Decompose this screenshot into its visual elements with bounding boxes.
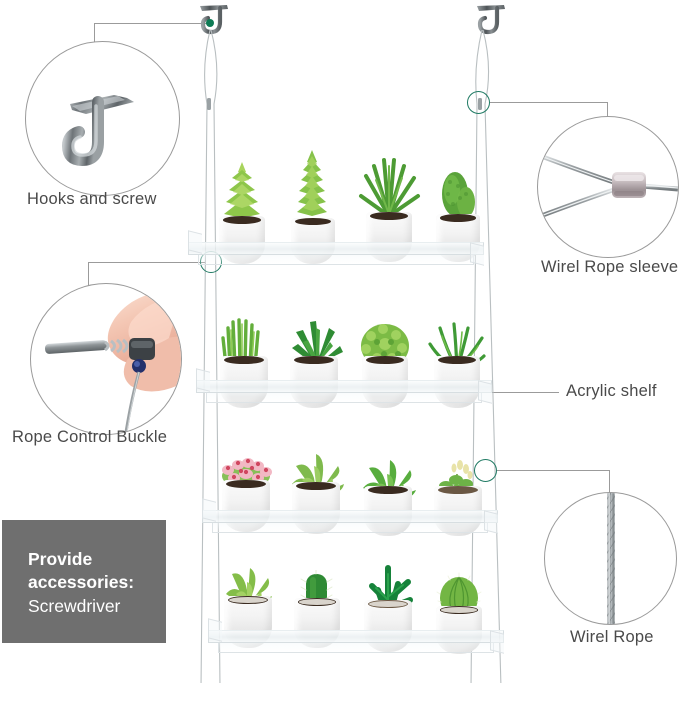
soil-tier1-4 [439,214,477,222]
callout-circle-hooks-and-screw [25,41,180,196]
acrylic-shelf-4 [208,618,504,656]
shelf-edge-right-2 [478,380,492,404]
anchor-dot-hook-left [206,19,214,27]
soil-tier2-4 [437,356,477,365]
j-hook-left [196,2,232,36]
soil-tier1-3 [369,212,409,220]
soil-tier3-3 [367,486,409,494]
shelf-edge-left-2 [196,368,210,392]
plant-tier1-3 [356,152,422,224]
callout-label-wire-rope: Wirel Rope [570,628,654,646]
shelf-edge-left-3 [202,498,216,522]
soil-tier3-2 [295,482,337,491]
zipper-succulent-icon [224,162,260,218]
j-hook-left-icon [200,5,228,35]
mossy-cactus-icon [442,172,475,217]
info-bold-line-1: Provide [28,549,93,569]
provide-accessories-text: Provide accessories: Screwdriver [28,548,134,618]
soil-tier3-4 [437,486,479,494]
callout-label-wire-rope-sleeve: Wirel Rope sleeve [541,258,679,276]
leader-line-rope-horizontal [497,470,609,471]
shelf-deck-4 [208,630,504,643]
shelf-edge-right-1 [470,242,484,266]
leader-line-acrylic-shelf [471,392,559,393]
soil-tier2-3 [365,356,405,365]
acrylic-shelf-1 [188,230,484,268]
acrylic-shelf-2 [196,368,492,406]
leader-line-buckle-horizontal [88,262,205,263]
callout-circle-wire-rope [544,492,677,625]
soil-tier1-1 [222,216,262,224]
leader-line-buckle-vertical [88,262,89,296]
plant-tier1-2 [288,148,336,228]
j-hook-icon [61,95,134,167]
anchor-ring-rope-sleeve [467,91,490,114]
shelf-lip-3 [212,523,488,533]
tall-spiky-succulent-icon [297,150,327,216]
aloe-plant-icon [359,158,420,218]
soil-tier3-1 [225,480,267,489]
soil-tier2-1 [223,356,265,365]
soil-tier1-2 [294,218,332,226]
pebbles-tier4-3 [368,601,408,608]
shelf-deck-1 [188,242,484,255]
callout-label-hooks-and-screw: Hooks and screw [27,190,157,208]
pebbles-tier4-4 [440,606,478,613]
callout-label-acrylic-shelf: Acrylic shelf [566,382,657,400]
buckle-hand-icon [44,290,181,433]
rope-strand-icon [607,493,615,624]
shelf-edge-left-4 [208,618,222,642]
pebbles-tier4-1 [228,597,268,604]
shelf-deck-2 [196,380,492,393]
plant-tier1-4 [436,168,478,224]
info-bold-line-2: accessories: [28,572,135,593]
pebbles-tier4-2 [298,599,336,605]
acrylic-shelf-3 [202,498,498,536]
shelf-edge-left-1 [188,230,202,254]
leader-line-hooks-horizontal [94,23,210,24]
shelf-deck-3 [202,510,498,523]
shelf-lip-4 [218,643,494,653]
shelf-lip-1 [198,255,474,265]
rope-sleeve-icon [538,152,678,220]
info-normal-line: Screwdriver [28,595,121,616]
plant-tier1-1 [216,160,268,230]
callout-circle-wire-rope-sleeve [537,116,679,258]
provide-accessories-box: Provide accessories: Screwdriver [2,520,166,643]
shelf-edge-right-3 [484,510,498,534]
shelf-edge-right-4 [490,630,504,654]
leader-line-sleeve-horizontal [490,102,607,103]
anchor-ring-wire-rope [474,459,497,482]
callout-circle-rope-control-buckle [30,283,182,435]
soil-tier2-2 [293,356,335,365]
shelf-lip-2 [206,393,482,403]
leader-line-rope-vertical [609,470,610,503]
callout-label-rope-control-buckle: Rope Control Buckle [12,428,168,446]
rope-left-group [200,29,221,683]
